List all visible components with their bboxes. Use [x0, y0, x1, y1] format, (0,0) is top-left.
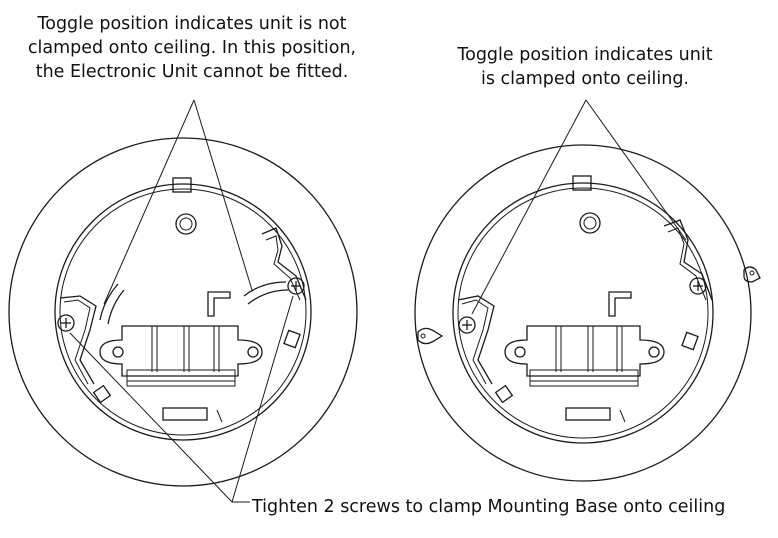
right-screw-1 [458, 316, 476, 334]
leader-lines [69, 99, 687, 503]
left-screw-1 [57, 314, 75, 332]
right-bottom-slot [565, 407, 611, 421]
right-outer-ring [414, 144, 752, 482]
right-clamp-arm-right [663, 219, 713, 301]
right-mounting-base [414, 144, 761, 482]
left-clamp-arm-right [261, 227, 307, 301]
caption-toggle-clamped: Toggle position indicates unit is clampe… [432, 43, 738, 91]
right-bottom-mark [619, 409, 626, 423]
left-outer-ring [8, 137, 358, 487]
left-bottom-mark [216, 409, 223, 423]
left-toggle-2-edge [247, 289, 289, 305]
right-toggle-1 [417, 327, 444, 345]
right-top-tab [572, 175, 592, 191]
right-inner-ring-edge [457, 187, 709, 439]
left-inner-ring-edge [59, 188, 307, 436]
caption-right-line-1: Toggle position indicates unit [457, 45, 713, 65]
left-toggle-1-edge [107, 289, 125, 325]
left-clamp-arm-left [59, 295, 97, 385]
left-screw-2 [287, 277, 305, 295]
right-side-tab-1 [494, 384, 514, 404]
left-side-tab-1 [92, 384, 112, 404]
right-terminal-block [504, 325, 665, 387]
caption-tighten-screws: Tighten 2 screws to clamp Mounting Base … [252, 497, 726, 517]
left-inner-ring [54, 183, 312, 441]
caption-right-line-2: is clamped onto ceiling. [480, 69, 689, 89]
left-mounting-base [8, 137, 358, 487]
left-top-hole-inner [179, 217, 193, 231]
left-top-hole [175, 213, 197, 235]
left-toggle-1 [99, 283, 119, 321]
right-side-tab-2 [681, 331, 699, 351]
left-clamp-arm-right-inner [265, 235, 301, 301]
left-l-bracket [207, 291, 231, 317]
right-screw-2 [689, 277, 707, 295]
caption-left-line-1: Toggle position indicates unit is not [37, 14, 347, 34]
caption-left-line-2: clamped onto ceiling. In this position, [27, 38, 357, 58]
caption-left-line-3: the Electronic Unit cannot be fitted. [35, 62, 349, 82]
left-bottom-slot [162, 407, 208, 421]
left-clamp-arm-left-inner [63, 299, 91, 385]
left-top-tab [172, 177, 192, 193]
right-inner-ring [452, 182, 714, 444]
right-clamp-arm-right-inner [667, 227, 707, 301]
right-l-bracket [608, 291, 632, 317]
left-terminal-block [99, 325, 263, 387]
right-top-hole-inner [583, 216, 597, 230]
right-toggle-2 [743, 266, 761, 283]
left-toggle-2 [243, 281, 287, 297]
right-top-hole [579, 212, 601, 234]
caption-toggle-not-clamped: Toggle position indicates unit is not cl… [14, 12, 370, 84]
right-clamp-arm-left [457, 295, 495, 385]
left-side-tab-2 [283, 329, 301, 349]
right-clamp-arm-left-inner [461, 299, 489, 385]
